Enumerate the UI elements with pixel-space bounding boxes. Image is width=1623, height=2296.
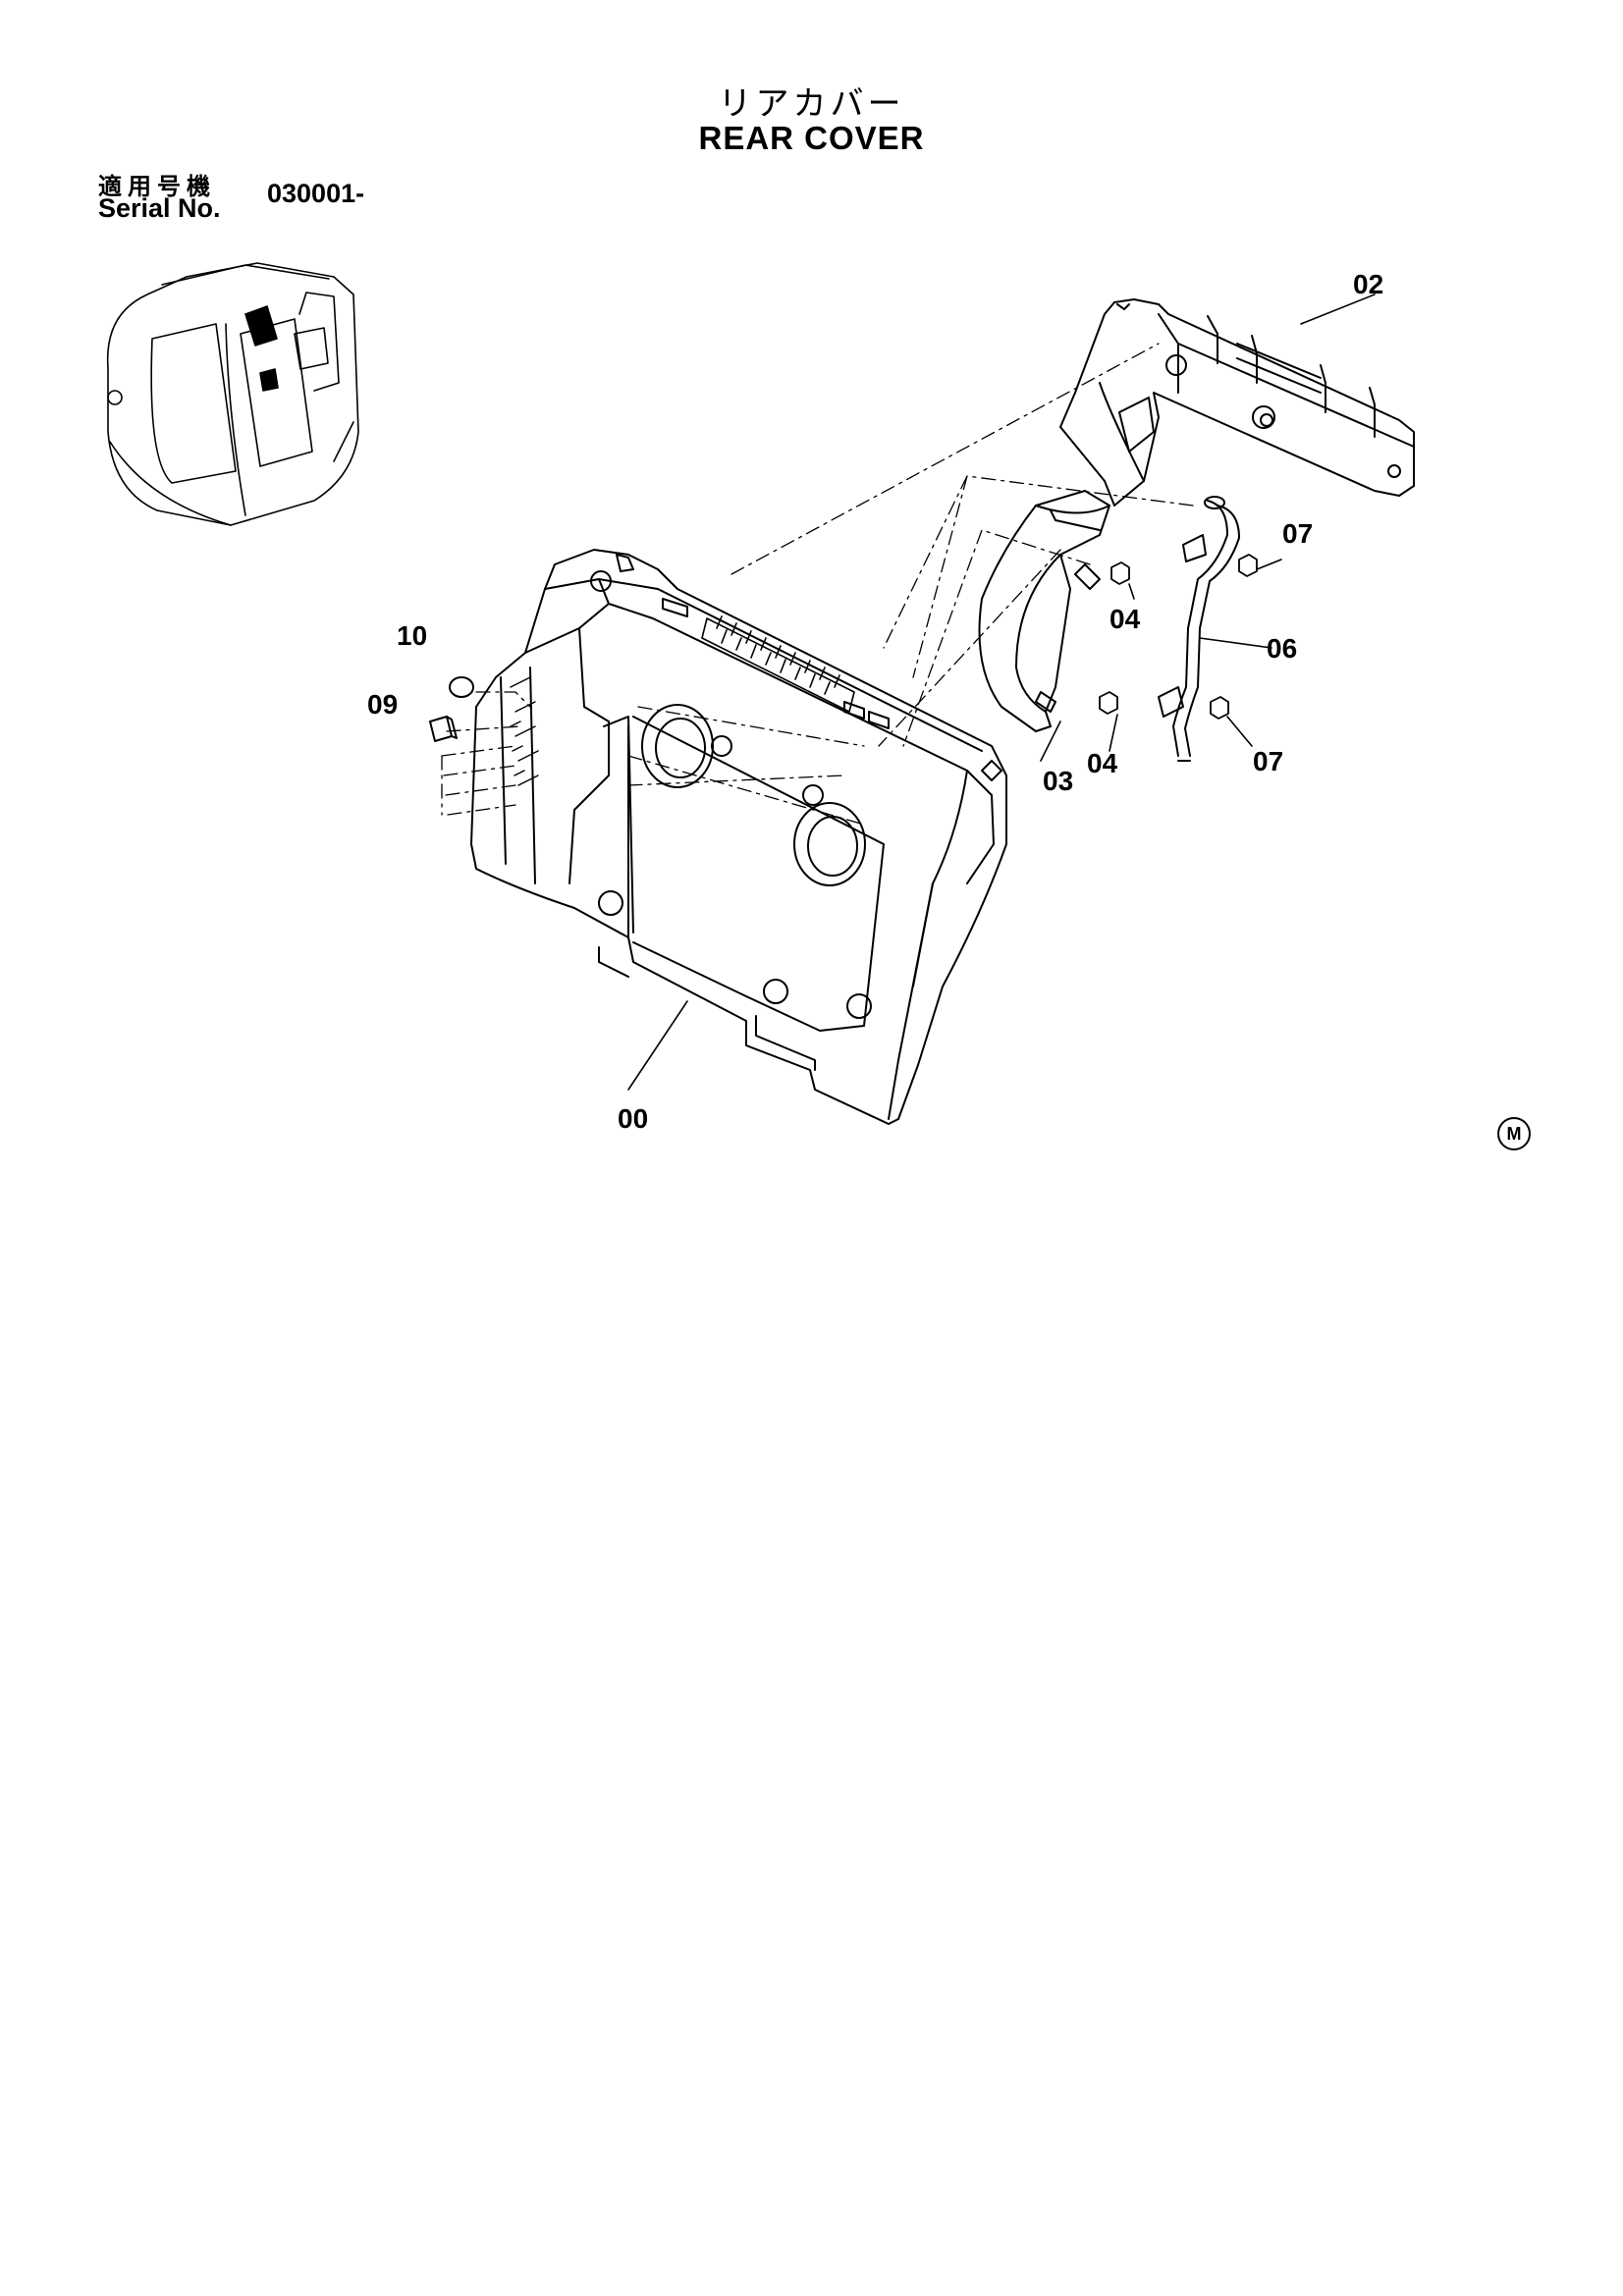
serial-label-japanese: 適用号機	[98, 173, 216, 200]
bolt-icon	[1099, 554, 1282, 752]
callout-04-upper: 04	[1109, 604, 1141, 634]
page-title: REAR COVER	[698, 120, 925, 156]
callout-07-upper: 07	[1282, 518, 1314, 549]
side-duct-part	[978, 490, 1110, 762]
callout-10: 10	[397, 620, 428, 651]
assembly-guide-lines	[441, 343, 1194, 826]
rear-cover-panel	[470, 549, 1007, 1125]
callout-07-lower: 07	[1253, 746, 1284, 776]
cap-icon	[429, 716, 458, 742]
excavator-location-icon	[106, 262, 359, 526]
m-symbol-mark: M	[1497, 1117, 1531, 1150]
callout-06: 06	[1267, 633, 1298, 664]
callout-03: 03	[1043, 766, 1074, 796]
callout-04-lower: 04	[1087, 748, 1118, 778]
page-title-japanese: リアカバー	[718, 84, 905, 124]
callout-00: 00	[618, 1103, 649, 1134]
hose-part	[1158, 496, 1272, 762]
serial-label: Serial No.	[98, 193, 221, 223]
callout-02: 02	[1353, 269, 1384, 299]
callout-09: 09	[367, 689, 399, 720]
grommet-icon	[449, 676, 474, 698]
upper-duct-part	[1059, 294, 1415, 507]
serial-number-value: 030001-	[267, 179, 365, 208]
